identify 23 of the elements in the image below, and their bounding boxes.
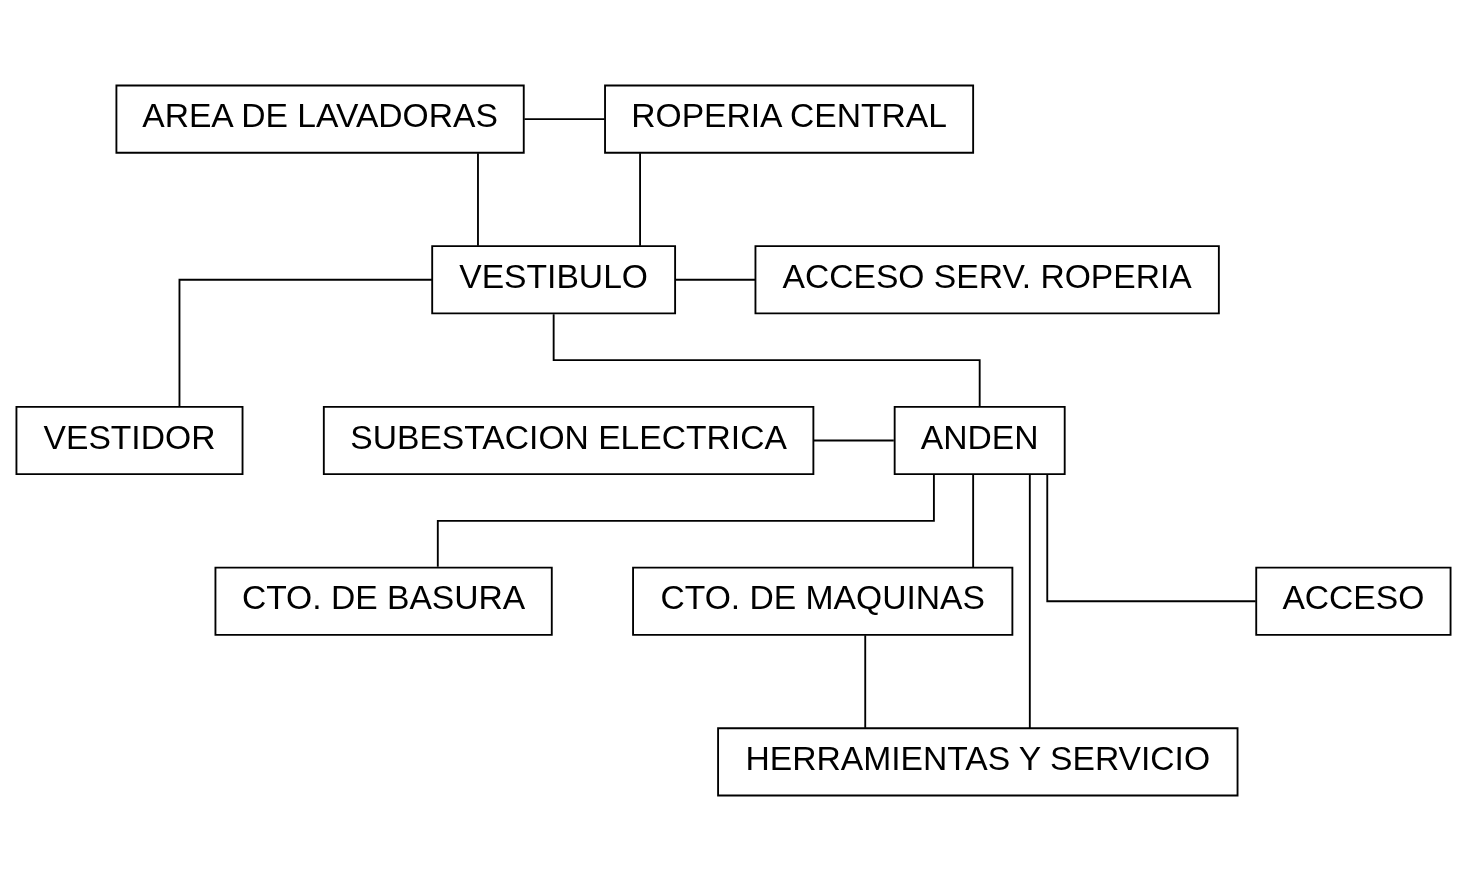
connector bbox=[1028, 473, 1031, 729]
node-box: VESTIDOR bbox=[15, 405, 244, 476]
connector bbox=[674, 278, 757, 281]
node-box: VESTIBULO bbox=[431, 245, 677, 315]
node-box: CTO. DE BASURA bbox=[214, 566, 553, 636]
connector bbox=[812, 439, 895, 442]
connector bbox=[477, 152, 479, 247]
connector bbox=[436, 474, 935, 568]
connector bbox=[523, 118, 606, 121]
node-box: AREA DE LAVADORAS bbox=[115, 84, 525, 154]
node-box: ACCESO bbox=[1255, 566, 1452, 636]
node-box: SUBESTACION ELECTRICA bbox=[322, 405, 815, 476]
connector bbox=[178, 278, 434, 408]
connector bbox=[1046, 473, 1257, 603]
node-box: ROPERIA CENTRAL bbox=[604, 84, 975, 154]
connector bbox=[552, 313, 981, 407]
node-box: ACCESO SERV. ROPERIA bbox=[754, 245, 1220, 315]
connector bbox=[639, 152, 641, 247]
node-box: ANDEN bbox=[893, 405, 1066, 476]
node-box: CTO. DE MAQUINAS bbox=[632, 566, 1014, 636]
connector bbox=[972, 473, 975, 569]
connector bbox=[864, 634, 867, 729]
node-box: HERRAMIENTAS Y SERVICIO bbox=[717, 727, 1239, 797]
